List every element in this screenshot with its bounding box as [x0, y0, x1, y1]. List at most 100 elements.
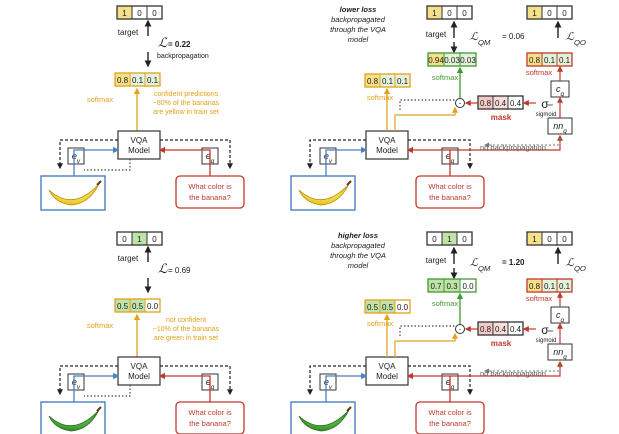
arrow	[158, 372, 211, 404]
ev-box-box	[67, 147, 85, 165]
loss-qm-symbol: ℒQM	[470, 257, 491, 273]
question-text: the banana?	[429, 193, 471, 202]
elementwise-product: ·	[455, 324, 465, 335]
target-qm-vector-value: 0	[462, 9, 467, 18]
target-vector-value: 1	[137, 235, 142, 244]
question-box	[415, 175, 485, 209]
banana-image	[290, 401, 356, 434]
target-qo-vector-value: 1	[532, 235, 537, 244]
question-text: the banana?	[189, 419, 231, 428]
banana-icon	[298, 409, 350, 432]
arrow	[158, 146, 211, 178]
target-qo-vector-border	[526, 5, 573, 20]
loss-qm-value: = 0.06	[502, 32, 525, 41]
softmax-qm-vector-border	[427, 278, 477, 293]
softmax-vector-value: 0.0	[147, 302, 159, 311]
target-label: target	[426, 30, 447, 39]
model-label: VQA	[131, 362, 149, 371]
eq-box-text: eq	[206, 377, 215, 391]
question-text: the banana?	[189, 193, 231, 202]
softmax-model-vector-border	[364, 299, 411, 314]
banana-icon	[48, 409, 100, 432]
softmax-label: softmax	[367, 93, 394, 102]
softmax-qm-vector-border	[427, 52, 477, 67]
softmax-qm-vector-value: 0.94	[428, 56, 444, 65]
target-label: target	[118, 254, 139, 263]
arrow	[73, 372, 120, 404]
target-qo-vector-value: 0	[562, 9, 567, 18]
heading-text: backpropagated	[331, 15, 386, 24]
softmax-model-vector-value: 0.1	[382, 77, 394, 86]
softmax-qo-vector-border	[526, 278, 573, 293]
arrow	[160, 139, 233, 170]
question-text: What color is	[188, 182, 232, 191]
softmax-model-vector-value: 0.5	[367, 303, 379, 312]
question-card: What color is the banana?	[415, 175, 485, 209]
loss-value: = 0.69	[168, 266, 191, 275]
mask-label: mask	[491, 339, 512, 348]
softmax-vector-border	[114, 298, 161, 313]
banana-image	[40, 401, 106, 434]
softmax-qo-label: softmax	[526, 68, 553, 77]
target-qo-vector-value: 1	[532, 9, 537, 18]
target-vector-border	[116, 231, 163, 246]
softmax-qm-vector-value: 0.03	[444, 56, 460, 65]
softmax-model-vector-value: 0.8	[367, 77, 379, 86]
odot-circle	[455, 324, 465, 334]
heading-text: lower loss	[340, 5, 377, 14]
model-label: VQA	[379, 362, 397, 371]
banana-icon	[48, 183, 100, 206]
odot-dot: ·	[458, 98, 461, 109]
sigmoid-label: sigmoid	[536, 338, 557, 344]
banana-image	[40, 175, 106, 211]
arrow	[84, 385, 131, 397]
mask-vector-value: 0.4	[495, 325, 507, 334]
ev-box-box	[67, 373, 85, 391]
mask-vector-value: 0.8	[480, 99, 492, 108]
softmax-model-vector-border	[364, 73, 411, 88]
note-text: are green in train set	[154, 335, 218, 342]
note-text: not confident	[166, 317, 206, 324]
softmax-qm-label: softmax	[432, 299, 459, 308]
softmax-model-vector-value: 0.0	[397, 303, 409, 312]
question-text: What color is	[428, 182, 472, 191]
arrow	[325, 146, 368, 178]
arrow	[484, 364, 561, 374]
arrow	[399, 325, 455, 336]
odot-dot: ·	[458, 324, 461, 335]
softmax-vector-value: 0.5	[117, 302, 129, 311]
backprop-label: backpropagation	[157, 53, 209, 60]
arrow	[450, 360, 563, 377]
arrow	[325, 372, 368, 404]
target-vector-value: 0	[152, 235, 157, 244]
arrow	[399, 99, 455, 110]
softmax-qm-vector-value: 0.7	[430, 282, 442, 291]
heading-text: model	[348, 261, 369, 270]
loss-value: = 0.22	[168, 40, 191, 49]
cq-text: cq	[556, 84, 565, 98]
banana-image	[290, 175, 356, 211]
softmax-qo-vector-border	[526, 52, 573, 67]
eq-box-text: eq	[446, 377, 455, 391]
loss-qm-symbol: ℒQM	[470, 31, 491, 47]
heading-text: higher loss	[338, 231, 378, 240]
arrow	[307, 139, 366, 170]
nnq-text: nnq	[553, 121, 567, 135]
softmax-qo-label: softmax	[526, 294, 553, 303]
softmax-vector-border	[114, 72, 161, 87]
target-qm-vector-value: 1	[447, 235, 452, 244]
loss-symbol: ℒ	[158, 261, 168, 276]
softmax-vector-value: 0.1	[147, 76, 159, 85]
model-label: Model	[376, 372, 398, 381]
eq-box-text: eq	[446, 151, 455, 165]
loss-qm-value: = 1.20	[502, 258, 525, 267]
